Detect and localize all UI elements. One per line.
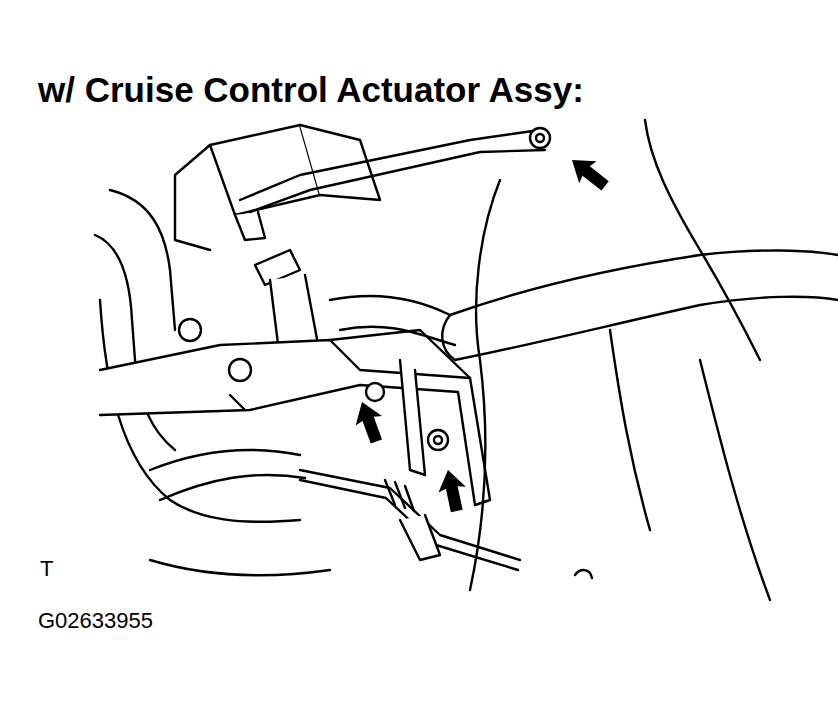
cable-spring: [385, 480, 414, 511]
cable: [300, 480, 518, 570]
nut: [366, 383, 384, 401]
rod: [240, 130, 540, 200]
mark: [575, 570, 592, 578]
upper-component: [175, 145, 210, 250]
body-outline: [150, 560, 330, 575]
nut: [434, 436, 442, 444]
body-outline: [700, 360, 770, 600]
bolt: [179, 319, 201, 341]
bolt: [536, 134, 544, 142]
hose: [150, 450, 300, 470]
figure-code: G02633955: [38, 610, 153, 632]
upper-component: [210, 125, 320, 215]
pointer-arrow: [434, 467, 470, 514]
bracket-tab: [400, 360, 425, 475]
clip: [235, 212, 265, 240]
pointer-arrow: [349, 397, 390, 446]
bolt: [530, 128, 550, 148]
body-outline: [95, 235, 175, 450]
hose: [160, 475, 305, 500]
bracket-edge: [230, 395, 245, 410]
nut: [428, 430, 448, 450]
diagram-title: w/ Cruise Control Actuator Assy:: [38, 72, 584, 107]
wire: [470, 180, 500, 590]
pointer-arrow: [563, 149, 613, 197]
view-letter: T: [40, 558, 53, 580]
body-outline: [610, 330, 650, 530]
main-hose: [450, 250, 838, 315]
bracket: [100, 340, 490, 505]
wire: [645, 120, 760, 360]
hose: [330, 296, 450, 315]
cable-clip: [400, 515, 440, 560]
bolt: [229, 359, 251, 381]
cable: [300, 470, 520, 560]
main-hose: [455, 297, 838, 360]
